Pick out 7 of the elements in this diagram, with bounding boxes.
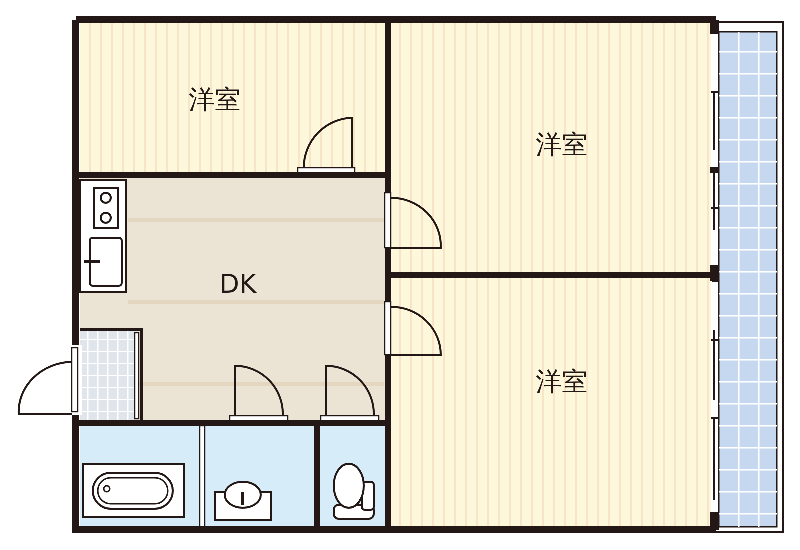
room-label: 洋室 [536, 366, 588, 400]
room-label: 洋室 [189, 84, 241, 118]
room-floor [390, 22, 714, 273]
room-floor [390, 277, 714, 526]
room-label: 洋室 [536, 130, 588, 162]
room-floor [80, 22, 386, 173]
room-label: DK [219, 270, 257, 300]
